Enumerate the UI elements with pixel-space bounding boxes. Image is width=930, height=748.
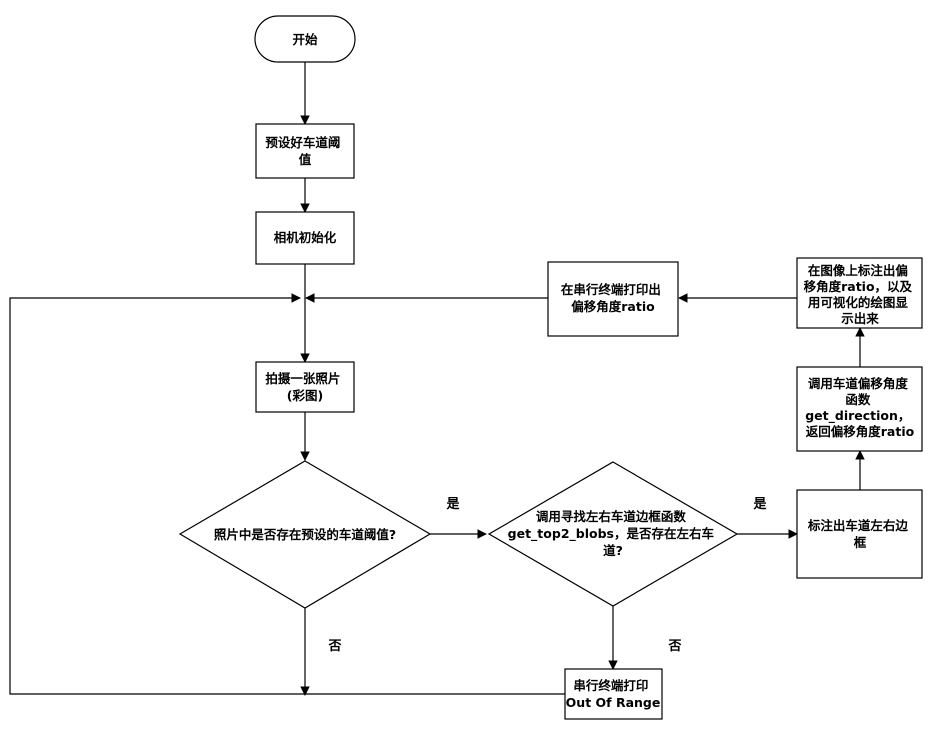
take-photo-box <box>255 361 355 413</box>
print-ratio-label: 在串行终端打印出 偏移角度ratio <box>561 282 665 314</box>
mark-lane-label: 标注出车道左右边 框 <box>807 518 912 550</box>
start-terminator <box>254 15 356 63</box>
mark-lane-box <box>796 489 923 579</box>
preset-label: 预设好车道阈 值 <box>265 135 344 167</box>
annotate-image-label: 在图像上标注出偏 移角度ratio，以及 用可视化的绘图显 示出来 <box>804 263 917 326</box>
edge-label-yes-blobs: 是 <box>752 497 767 512</box>
print-out-of-range-box <box>564 668 663 720</box>
decision-threshold-label: 照片中是否存在预设的车道阈值? <box>214 527 396 542</box>
edges <box>9 62 865 696</box>
get-direction-box <box>796 366 923 452</box>
get-direction-label: 调用车道偏移角度 函数 get_direction， 返回偏移角度ratio <box>805 376 915 439</box>
camera-init-label: 相机初始化 <box>274 230 337 245</box>
take-photo-label: 拍摄一张照片 (彩图) <box>265 371 344 403</box>
shapes <box>178 15 923 720</box>
decision-threshold-diamond <box>178 460 432 609</box>
annotate-image-box <box>796 257 923 329</box>
edge-label-yes-threshold: 是 <box>445 497 460 512</box>
node-labels: 开始 预设好车道阈 值 相机初始化 拍摄一张照片 (彩图) 照片中是否存在预设的… <box>214 32 917 710</box>
decision-blobs-diamond <box>487 461 739 607</box>
edge-loop-back <box>9 293 565 695</box>
decision-blobs-label: 调用寻找左右车道边框函数 get_top2_blobs，是否存在左右车 道? <box>508 509 719 558</box>
edge-label-no-blobs: 否 <box>667 639 681 654</box>
preset-box <box>255 123 355 179</box>
camera-init-box <box>255 211 355 265</box>
edge-label-no-threshold: 否 <box>327 639 341 654</box>
start-label: 开始 <box>292 32 318 47</box>
print-ratio-box <box>547 261 679 337</box>
edge-labels: 是 是 否 否 <box>327 497 767 654</box>
print-out-of-range-label: 串行终端打印 Out Of Range <box>566 678 661 710</box>
